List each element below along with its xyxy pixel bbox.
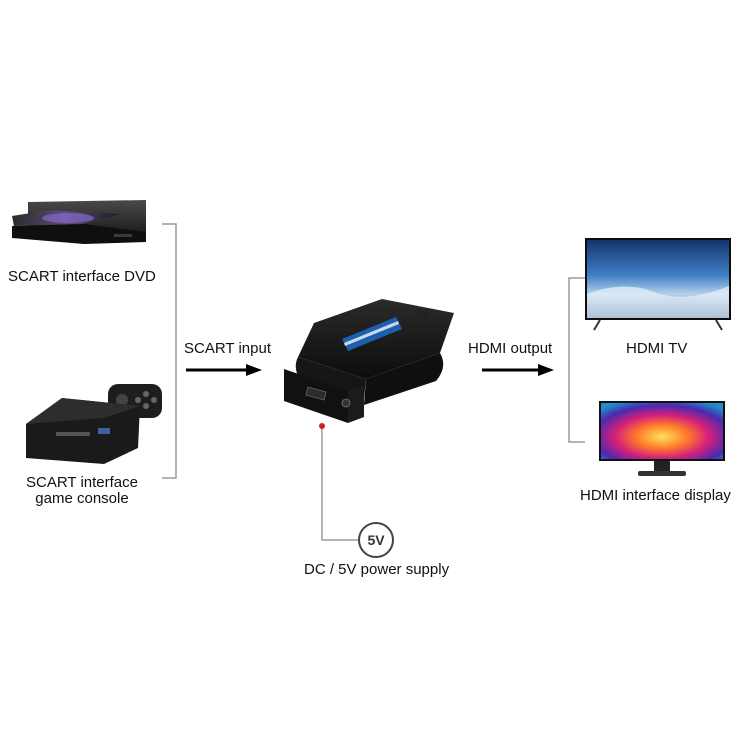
hdmi-display-label: HDMI interface display: [580, 487, 731, 504]
game-console-image: [26, 384, 162, 464]
dvd-player-image: [12, 200, 146, 244]
scart-input-label: SCART input: [184, 340, 271, 357]
console-label-line2: game console: [35, 490, 129, 507]
power-badge-text: 5V: [367, 532, 385, 548]
scart-hdmi-converter: [284, 299, 454, 423]
power-badge: 5V: [358, 522, 394, 558]
output-arrow: [482, 364, 554, 376]
left-bracket: [162, 223, 177, 479]
hdmi-display-image: [599, 401, 725, 476]
hdmi-output-label: HDMI output: [468, 340, 553, 357]
power-connector-line: [319, 423, 358, 541]
hdmi-tv-label: HDMI TV: [626, 340, 688, 357]
hdmi-tv-image: [585, 238, 731, 331]
dvd-label: SCART interface DVD: [8, 268, 156, 285]
input-arrow: [186, 364, 262, 376]
console-label-line1: SCART interface: [26, 474, 138, 491]
power-supply-label: DC / 5V power supply: [304, 561, 450, 578]
right-bracket: [568, 277, 585, 443]
